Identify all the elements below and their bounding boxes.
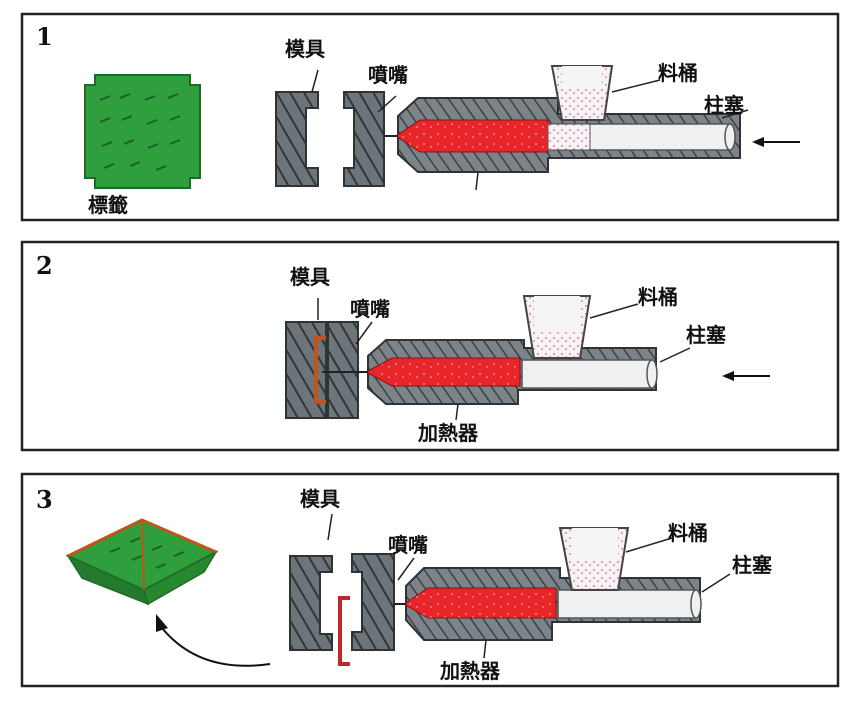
hopper-label: 料桶 — [638, 285, 678, 309]
arrow-left-icon — [722, 371, 770, 381]
curved-arrow-up-icon — [156, 614, 271, 667]
product-label-sheet — [84, 74, 201, 189]
melt — [364, 357, 521, 387]
panel-3-number: 3 — [36, 485, 53, 514]
melt — [403, 587, 557, 619]
panel-2: 2 模具 料桶 柱塞 噴嘴 加熱器 — [20, 240, 840, 452]
heater-label: 加熱器 — [417, 421, 479, 445]
product-tray — [65, 518, 219, 606]
panel-1: 1 標籤 模具 料桶 柱塞 — [20, 12, 840, 222]
mold-moving-half — [351, 553, 395, 651]
plunger — [521, 359, 653, 389]
plunger-label: 柱塞 — [686, 323, 727, 347]
plunger — [557, 589, 697, 619]
panel-1-number: 1 — [36, 22, 53, 51]
plunger-label: 柱塞 — [732, 553, 773, 577]
mold-label: 模具 — [285, 37, 325, 61]
mold-label: 模具 — [290, 265, 330, 289]
molded-part — [338, 596, 350, 666]
melt — [395, 119, 549, 153]
nozzle-label: 噴嘴 — [368, 63, 408, 87]
mold-moving-half — [343, 91, 385, 187]
mold-fixed-half — [289, 555, 333, 651]
panel-2-number: 2 — [36, 251, 53, 280]
product-label-text: 標籤 — [88, 193, 128, 217]
mold-label: 模具 — [300, 487, 340, 511]
arrow-left-icon — [752, 137, 800, 147]
panel-3: 3 模具 料桶 柱 — [20, 472, 840, 688]
mold-closed — [285, 321, 359, 419]
mold-fixed-half — [275, 91, 319, 187]
nozzle-label: 噴嘴 — [350, 297, 390, 321]
plunger-label: 柱塞 — [704, 93, 745, 117]
nozzle-label: 噴嘴 — [388, 533, 428, 557]
hopper-label: 料桶 — [668, 521, 708, 545]
hopper-label: 料桶 — [658, 61, 698, 85]
heater-label: 加熱器 — [439, 659, 501, 683]
